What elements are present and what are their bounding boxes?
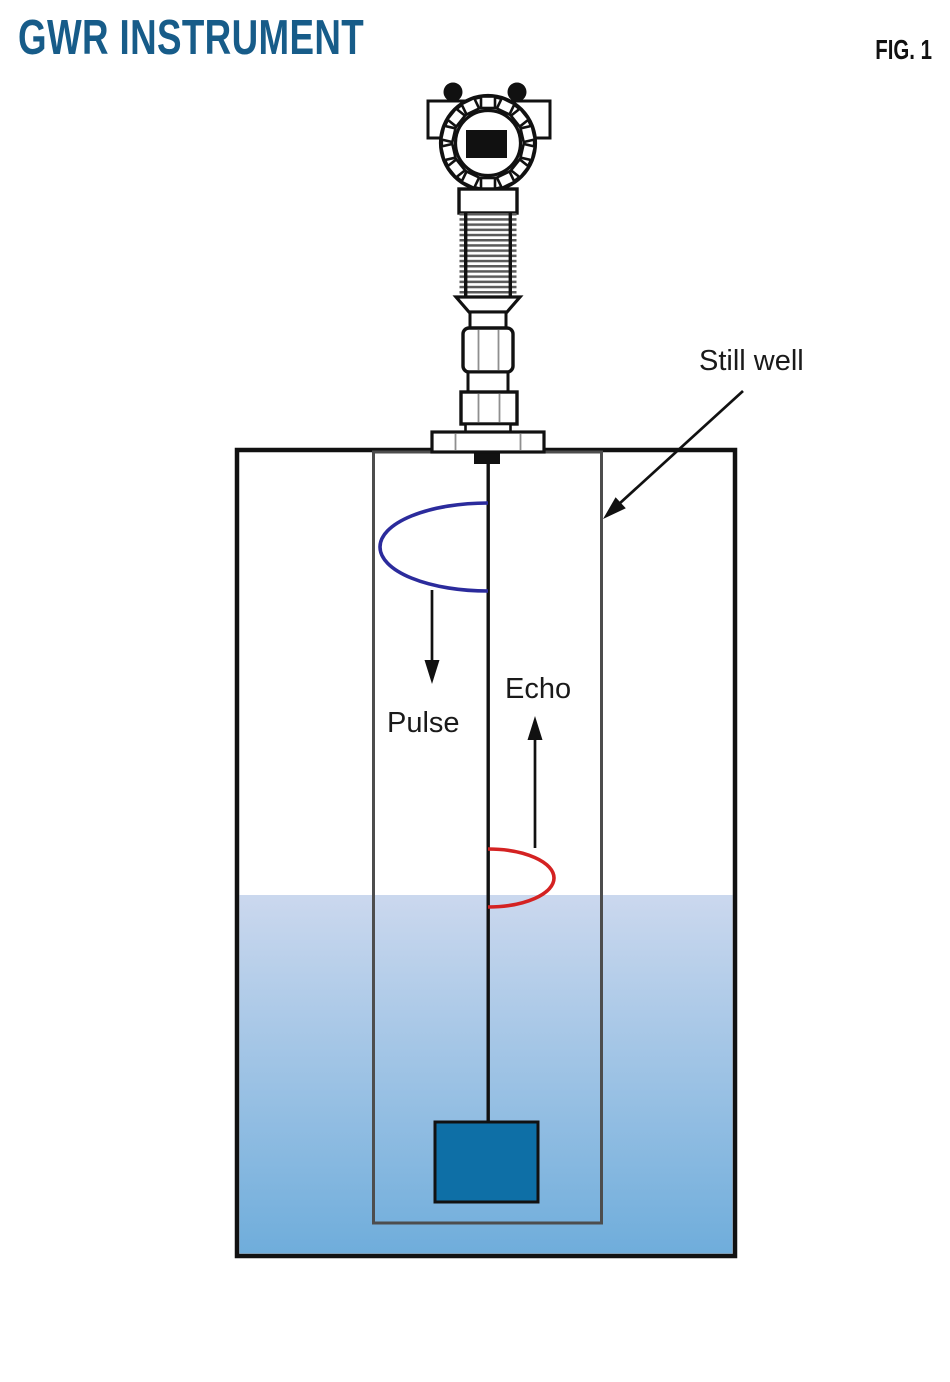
pulse-arrow — [424, 590, 440, 684]
display-screen — [466, 130, 507, 158]
bezel-ring-squares — [439, 95, 537, 191]
probe-weight — [433, 1120, 540, 1204]
housing-neck — [457, 187, 519, 215]
hex-nut-lower — [459, 390, 519, 426]
pulse-label: Pulse — [387, 707, 460, 739]
hex-coupling-upper — [461, 326, 515, 374]
still-well-pointer-arrow — [603, 390, 744, 519]
probe-connector — [474, 452, 500, 464]
echo-arrow — [527, 716, 543, 848]
echo-wave-arc — [487, 847, 556, 909]
echo-label: Echo — [505, 673, 571, 705]
page-title: GWR INSTRUMENT — [18, 11, 364, 65]
flex-conduit — [459, 213, 517, 296]
stub-lower — [466, 370, 510, 394]
taper-fitting — [452, 295, 524, 314]
stub-upper — [468, 310, 508, 330]
transmitter-assembly — [426, 82, 552, 454]
figure-label: FIG. 1 — [875, 35, 932, 66]
still-well-label: Still well — [699, 345, 804, 377]
bolt-left-icon — [443, 82, 463, 102]
pulse-wave-arc — [378, 501, 489, 593]
bolt-right-icon — [507, 82, 527, 102]
probe-rod — [486, 452, 490, 1124]
mounting-flange — [430, 430, 546, 454]
